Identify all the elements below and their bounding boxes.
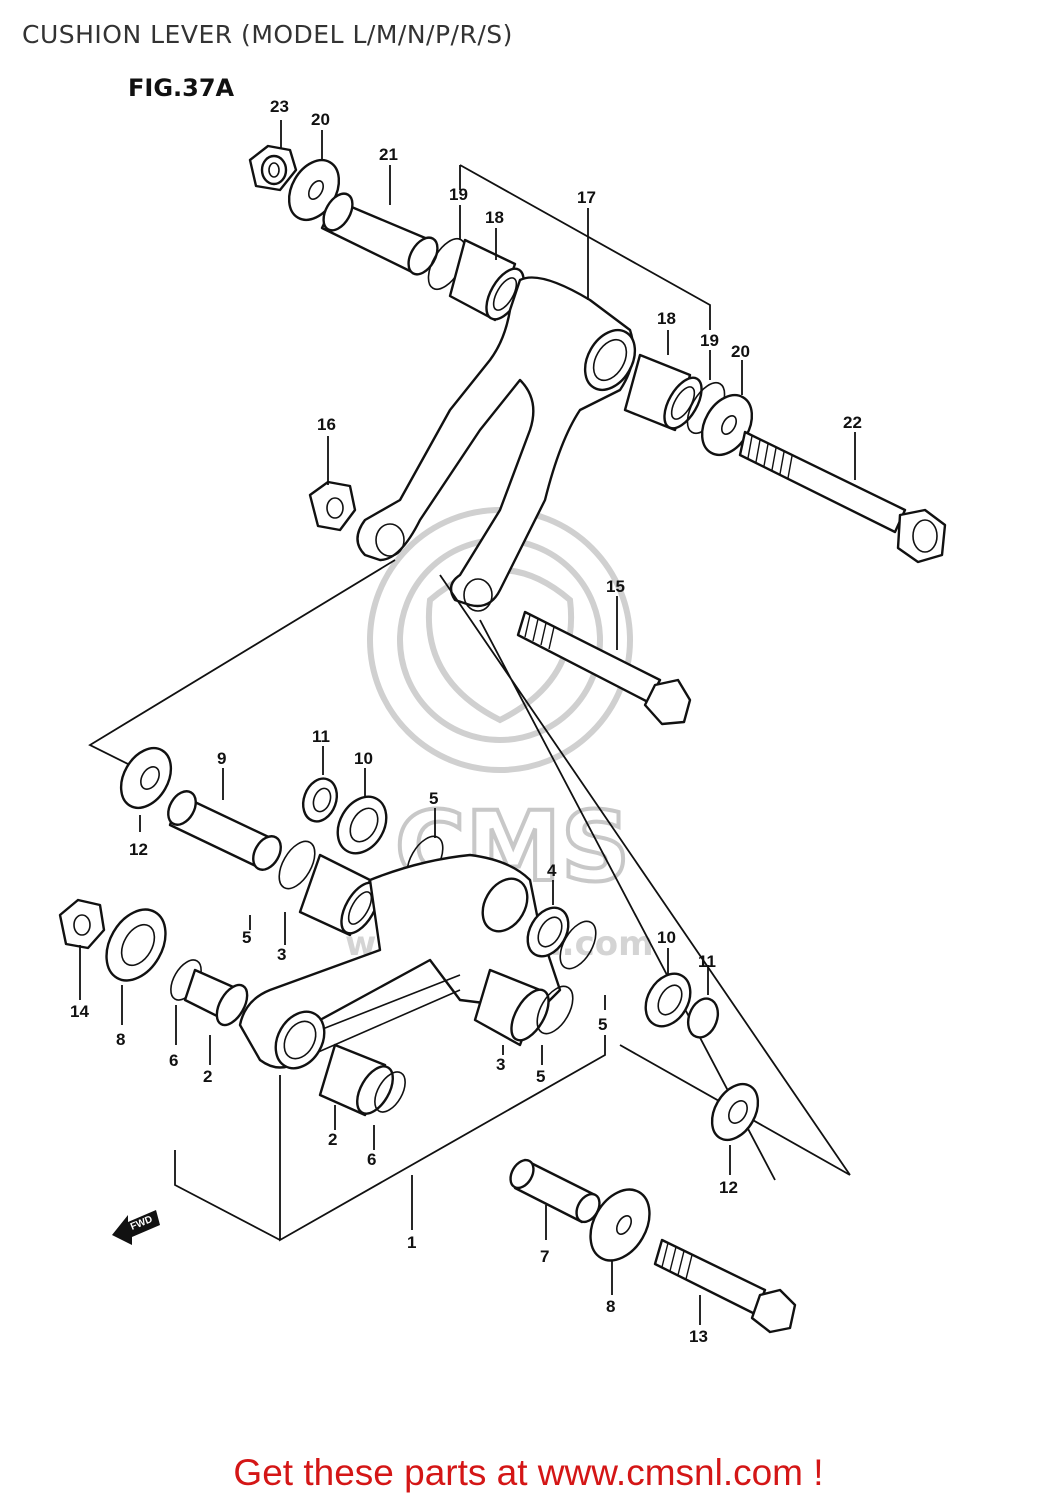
callout-15: 15: [606, 577, 625, 596]
callout-20-right: 20: [731, 342, 750, 361]
callout-3-lower: 3: [496, 1055, 505, 1074]
callout-13: 13: [689, 1327, 708, 1346]
cta-link[interactable]: Get these parts at www.cmsnl.com !: [233, 1452, 824, 1493]
callout-18: 18: [485, 208, 504, 227]
callout-20: 20: [311, 110, 330, 129]
part-13-bolt: [653, 1238, 797, 1334]
callout-5-c: 5: [598, 1015, 607, 1034]
part-8-washer: [105, 908, 167, 982]
part-21-spacer: [320, 192, 439, 276]
callout-labels: 23 20 21 19 18 17 18 19 20 22 16 15 11 9…: [70, 97, 862, 1346]
part-20-washer-right: [700, 393, 754, 457]
callout-4: 4: [547, 861, 557, 880]
callout-18-right: 18: [657, 309, 676, 328]
callout-23: 23: [270, 97, 289, 116]
part-16-nut: [308, 480, 357, 532]
callout-12-right: 12: [719, 1178, 738, 1197]
part-18-bearing: [448, 238, 525, 322]
page-title: CUSHION LEVER (MODEL L/M/N/P/R/S): [22, 20, 513, 49]
callout-1: 1: [407, 1233, 416, 1252]
part-2-bearing-lower: [318, 1043, 394, 1117]
callout-9: 9: [217, 749, 226, 768]
part-7-spacer: [509, 1158, 601, 1224]
part-22-bolt: [738, 430, 947, 564]
callout-5-b: 5: [242, 928, 251, 947]
part-11-seal-right: [686, 997, 720, 1039]
part-14-nut: [58, 898, 106, 950]
parts-diagram: CMS www.cmsnl.com FIG.37A: [58, 74, 947, 1346]
callout-11: 11: [312, 727, 330, 746]
callout-21: 21: [379, 145, 398, 164]
part-5-circlip-c: [559, 920, 597, 970]
callout-leaders: [79, 120, 856, 1325]
part-15-bolt: [516, 610, 692, 726]
callout-5: 5: [429, 789, 438, 808]
callout-2-lower: 2: [328, 1130, 337, 1149]
callout-17: 17: [577, 188, 596, 207]
fwd-arrow-icon: FWD: [112, 1210, 160, 1245]
part-3-bearing-lower: [473, 968, 550, 1047]
callout-3: 3: [277, 945, 286, 964]
callout-14: 14: [70, 1002, 89, 1021]
part-12-washer-right: [710, 1082, 760, 1142]
callout-16: 16: [317, 415, 336, 434]
part-23-nut: [248, 144, 298, 192]
part-17-cushion-lever: [356, 276, 637, 612]
figure-label: FIG.37A: [128, 74, 235, 102]
part-11-seal: [301, 777, 339, 823]
part-3-bearing: [298, 853, 380, 937]
part-5-circlip-d: [536, 985, 574, 1035]
callout-12: 12: [129, 840, 148, 859]
callout-10: 10: [354, 749, 373, 768]
part-6-circlip-lower: [374, 1071, 406, 1113]
callout-19-right: 19: [700, 331, 719, 350]
part-9-spacer: [167, 790, 282, 871]
callout-22: 22: [843, 413, 862, 432]
callout-6: 6: [169, 1051, 178, 1070]
callout-2: 2: [203, 1067, 212, 1086]
callout-8-lower: 8: [606, 1297, 615, 1316]
callout-5-d: 5: [536, 1067, 545, 1086]
part-18-bearing-right: [623, 353, 703, 432]
part-10-seal: [336, 795, 388, 855]
callout-8: 8: [116, 1030, 125, 1049]
part-2-bearing: [183, 968, 249, 1027]
callout-6-lower: 6: [367, 1150, 376, 1169]
callout-7: 7: [540, 1247, 549, 1266]
part-10-seal-right: [644, 972, 692, 1028]
part-8-washer-lower: [589, 1188, 651, 1262]
part-5-circlip-b: [278, 840, 316, 890]
callout-10-right: 10: [657, 928, 676, 947]
callout-11-right: 11: [698, 952, 716, 971]
part-12-washer: [119, 746, 173, 810]
callout-19: 19: [449, 185, 468, 204]
